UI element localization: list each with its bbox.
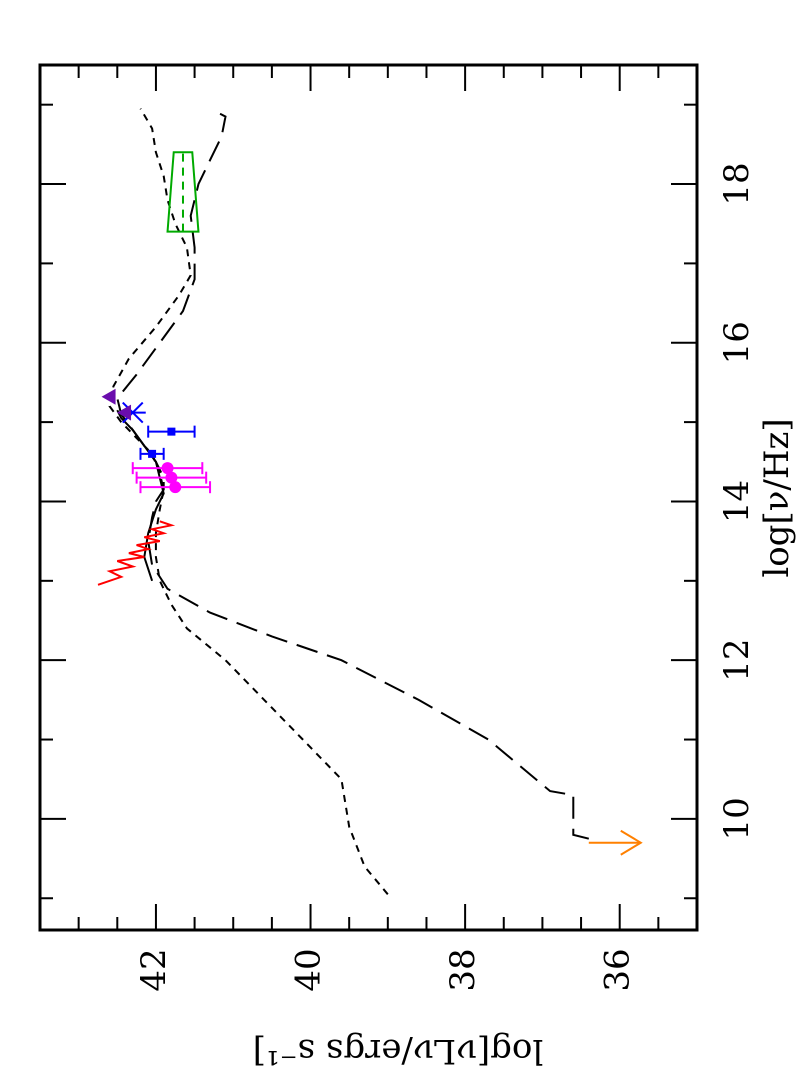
x-tick-label: 18 — [717, 162, 757, 205]
data-point-triangle — [117, 404, 132, 421]
series-line-long-dash — [116, 111, 590, 840]
y-tick-label: 36 — [598, 948, 638, 991]
data-point-square — [148, 449, 157, 458]
x-tick-label: 16 — [717, 321, 757, 364]
plot-frame — [38, 63, 699, 932]
x-tick-label: 14 — [717, 480, 757, 523]
series-line-short-dash — [108, 108, 389, 895]
y-tick-label: 40 — [289, 948, 329, 991]
series-line-solid — [97, 520, 176, 586]
data-point-circle — [161, 462, 174, 475]
data-point-circle — [165, 471, 178, 484]
data-point-circle — [169, 481, 182, 494]
data-point-square — [167, 427, 176, 436]
y-tick-label: 38 — [443, 948, 483, 991]
x-axis-title: log[ν/Hz] — [757, 418, 797, 577]
axis-ticks — [40, 65, 697, 930]
marker-layer — [101, 388, 643, 856]
series-layer — [97, 108, 590, 895]
xray-bowtie — [166, 151, 200, 233]
x-tick-label: 12 — [717, 639, 757, 682]
tick-labels: 10 12 14 16 18 36 38 40 42 — [134, 162, 757, 991]
y-axis-title: log[νLν/ergs s⁻¹] — [253, 1031, 543, 1067]
y-tick-label: 42 — [134, 948, 174, 991]
data-point-triangle — [101, 388, 116, 405]
upper-limit-arrow-head — [620, 829, 643, 856]
x-tick-label: 10 — [717, 797, 757, 840]
